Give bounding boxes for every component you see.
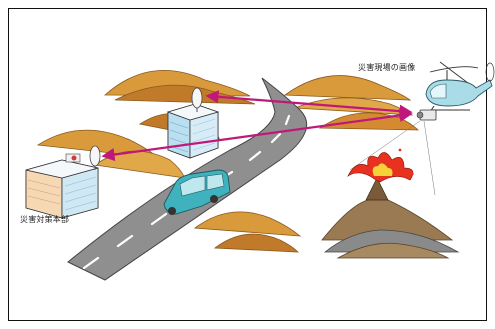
- hills-front: [193, 211, 302, 253]
- volcano-icon: [321, 148, 460, 259]
- scene-image-label: 災害現場の画像: [358, 63, 416, 72]
- hq-building: [25, 145, 101, 219]
- helicopter-icon: [425, 61, 495, 111]
- hq-label: 災害対策本部: [20, 215, 70, 224]
- car-icon: [163, 169, 231, 215]
- transmission-arrows: [101, 90, 413, 162]
- camera-icon: [349, 105, 437, 196]
- satellite-dish-icon: [89, 145, 101, 170]
